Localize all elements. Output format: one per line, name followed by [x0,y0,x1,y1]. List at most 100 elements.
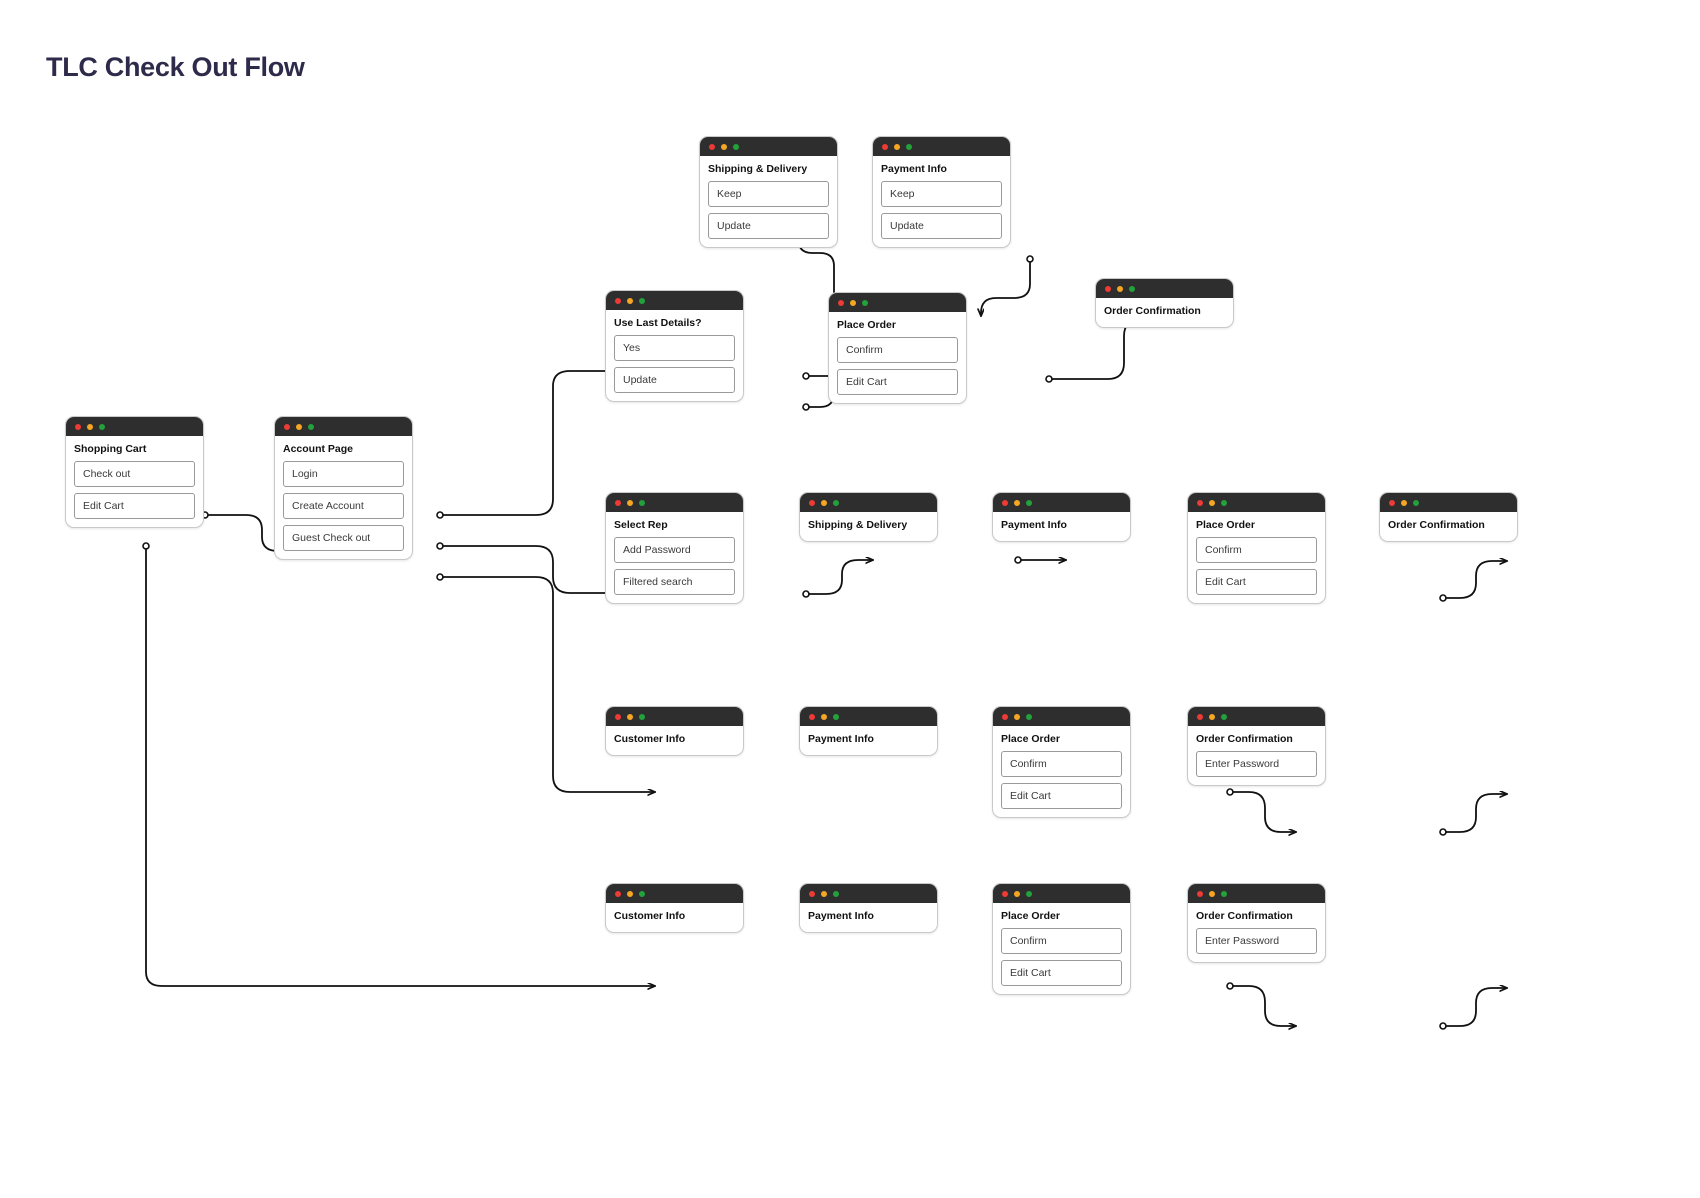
flow-card-customer-info-row3[interactable]: Customer Info [605,706,744,756]
close-dot-icon[interactable] [838,299,844,306]
minimize-dot-icon[interactable] [1209,713,1215,720]
close-dot-icon[interactable] [1389,499,1395,506]
card-option[interactable]: Edit Cart [837,369,958,395]
close-dot-icon[interactable] [809,499,815,506]
minimize-dot-icon[interactable] [87,423,93,430]
card-option[interactable]: Yes [614,335,735,361]
minimize-dot-icon[interactable] [721,143,727,150]
maximize-dot-icon[interactable] [308,423,314,430]
card-option[interactable]: Update [614,367,735,393]
close-dot-icon[interactable] [1197,890,1203,897]
card-option[interactable]: Confirm [1196,537,1317,563]
minimize-dot-icon[interactable] [1014,499,1020,506]
close-dot-icon[interactable] [615,713,621,720]
close-dot-icon[interactable] [809,890,815,897]
card-option[interactable]: Keep [708,181,829,207]
minimize-dot-icon[interactable] [821,713,827,720]
card-option[interactable]: Confirm [837,337,958,363]
maximize-dot-icon[interactable] [639,297,645,304]
maximize-dot-icon[interactable] [639,713,645,720]
flow-card-payment-info-row2[interactable]: Payment Info [992,492,1131,542]
maximize-dot-icon[interactable] [1026,713,1032,720]
flow-card-order-confirmation-row1[interactable]: Order Confirmation [1095,278,1234,328]
card-option[interactable]: Edit Cart [1001,783,1122,809]
minimize-dot-icon[interactable] [627,890,633,897]
card-option[interactable]: Enter Password [1196,928,1317,954]
maximize-dot-icon[interactable] [906,143,912,150]
card-option[interactable]: Confirm [1001,928,1122,954]
minimize-dot-icon[interactable] [627,713,633,720]
maximize-dot-icon[interactable] [833,499,839,506]
maximize-dot-icon[interactable] [639,499,645,506]
card-option[interactable]: Create Account [283,493,404,519]
maximize-dot-icon[interactable] [99,423,105,430]
flow-card-order-confirmation-row2[interactable]: Order Confirmation [1379,492,1518,542]
maximize-dot-icon[interactable] [1221,890,1227,897]
flow-card-payment-info-row3[interactable]: Payment Info [799,706,938,756]
close-dot-icon[interactable] [1197,499,1203,506]
minimize-dot-icon[interactable] [1209,499,1215,506]
minimize-dot-icon[interactable] [850,299,856,306]
card-option[interactable]: Guest Check out [283,525,404,551]
close-dot-icon[interactable] [809,713,815,720]
minimize-dot-icon[interactable] [627,297,633,304]
minimize-dot-icon[interactable] [1117,285,1123,292]
card-option[interactable]: Update [708,213,829,239]
close-dot-icon[interactable] [615,297,621,304]
maximize-dot-icon[interactable] [639,890,645,897]
minimize-dot-icon[interactable] [1014,890,1020,897]
close-dot-icon[interactable] [1002,499,1008,506]
maximize-dot-icon[interactable] [1413,499,1419,506]
maximize-dot-icon[interactable] [862,299,868,306]
card-option[interactable]: Confirm [1001,751,1122,777]
maximize-dot-icon[interactable] [1221,713,1227,720]
card-option[interactable]: Login [283,461,404,487]
minimize-dot-icon[interactable] [821,890,827,897]
card-option[interactable]: Enter Password [1196,751,1317,777]
close-dot-icon[interactable] [709,143,715,150]
flow-card-customer-info-row4[interactable]: Customer Info [605,883,744,933]
close-dot-icon[interactable] [882,143,888,150]
flow-card-shipping-delivery-row2[interactable]: Shipping & Delivery [799,492,938,542]
close-dot-icon[interactable] [1002,890,1008,897]
minimize-dot-icon[interactable] [1014,713,1020,720]
close-dot-icon[interactable] [1197,713,1203,720]
minimize-dot-icon[interactable] [1209,890,1215,897]
minimize-dot-icon[interactable] [894,143,900,150]
close-dot-icon[interactable] [1002,713,1008,720]
close-dot-icon[interactable] [615,499,621,506]
card-option[interactable]: Edit Cart [1196,569,1317,595]
maximize-dot-icon[interactable] [733,143,739,150]
close-dot-icon[interactable] [1105,285,1111,292]
minimize-dot-icon[interactable] [1401,499,1407,506]
maximize-dot-icon[interactable] [1026,499,1032,506]
maximize-dot-icon[interactable] [1026,890,1032,897]
minimize-dot-icon[interactable] [296,423,302,430]
card-option[interactable]: Edit Cart [74,493,195,519]
card-option[interactable]: Add Password [614,537,735,563]
card-option[interactable]: Keep [881,181,1002,207]
close-dot-icon[interactable] [615,890,621,897]
minimize-dot-icon[interactable] [821,499,827,506]
maximize-dot-icon[interactable] [833,713,839,720]
flow-card-payment-info-row4[interactable]: Payment Info [799,883,938,933]
card-option[interactable]: Check out [74,461,195,487]
maximize-dot-icon[interactable] [1129,285,1135,292]
card-option[interactable]: Filtered search [614,569,735,595]
close-dot-icon[interactable] [75,423,81,430]
card-option[interactable]: Update [881,213,1002,239]
close-dot-icon[interactable] [284,423,290,430]
minimize-dot-icon[interactable] [627,499,633,506]
maximize-dot-icon[interactable] [1221,499,1227,506]
